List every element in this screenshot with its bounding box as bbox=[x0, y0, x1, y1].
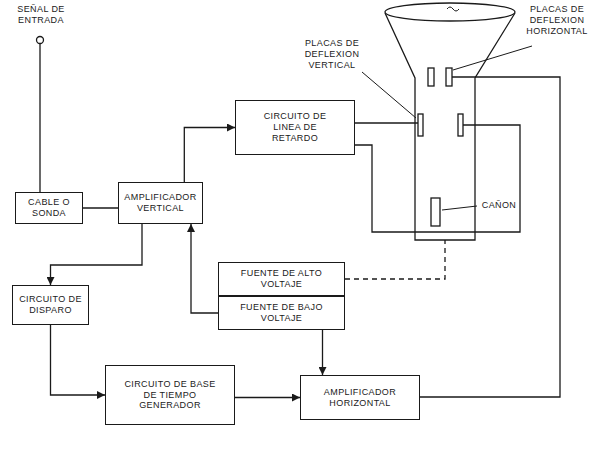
signal-connector bbox=[235, 397, 300, 398]
box-label: FUENTE DE BAJO VOLTAJE bbox=[227, 302, 337, 324]
process-box: CABLE O SONDA bbox=[15, 192, 83, 224]
plate-wire bbox=[355, 122, 418, 123]
signal-connector bbox=[322, 330, 323, 375]
process-box: CIRCUITO DE BASE DE TIEMPO GENERADOR bbox=[105, 365, 235, 425]
box-label: CABLE O SONDA bbox=[23, 197, 75, 219]
horizontal-plate bbox=[428, 68, 434, 86]
signal-connector bbox=[51, 224, 143, 285]
signal-connector bbox=[184, 128, 235, 183]
high-voltage-wire bbox=[345, 240, 445, 279]
tube-screen bbox=[385, 3, 515, 21]
part-label: PLACAS DE DEFLEXION HORIZONTAL bbox=[520, 4, 594, 36]
part-label: SEÑAL DE ENTRADA bbox=[10, 4, 72, 26]
process-box: CIRCUITO DE DISPARO bbox=[12, 285, 89, 325]
leader-line bbox=[362, 72, 416, 118]
leader-line bbox=[453, 46, 532, 70]
input-terminal bbox=[37, 37, 44, 44]
screen-trace bbox=[447, 7, 459, 11]
box-label: CIRCUITO DE BASE DE TIEMPO GENERADOR bbox=[122, 379, 218, 411]
part-label: PLACAS DE DEFLEXION VERTICAL bbox=[300, 38, 364, 70]
process-box: FUENTE DE BAJO VOLTAJE bbox=[218, 296, 345, 330]
box-label: CIRCUITO DE DISPARO bbox=[17, 294, 85, 316]
leader-line bbox=[442, 206, 477, 210]
signal-connector bbox=[191, 224, 218, 313]
process-box: AMPLIFICADOR VERTICAL bbox=[118, 182, 203, 224]
vertical-plate bbox=[418, 114, 423, 136]
vertical-plate bbox=[458, 114, 463, 136]
plate-wire bbox=[355, 125, 520, 232]
input-wire bbox=[39, 44, 40, 193]
box-label: AMPLIFICADOR HORIZONTAL bbox=[318, 387, 402, 409]
box-label: CIRCUITO DE LINEA DE RETARDO bbox=[255, 111, 335, 143]
signal-connector bbox=[83, 207, 118, 208]
process-box: FUENTE DE ALTO VOLTAJE bbox=[218, 262, 345, 296]
box-label: FUENTE DE ALTO VOLTAJE bbox=[227, 268, 337, 290]
horizontal-plate bbox=[446, 68, 452, 86]
part-label: CAÑON bbox=[479, 200, 519, 211]
electron-gun bbox=[431, 198, 440, 226]
process-box: AMPLIFICADOR HORIZONTAL bbox=[300, 375, 420, 420]
signal-connector bbox=[51, 325, 106, 395]
process-box: CIRCUITO DE LINEA DE RETARDO bbox=[235, 100, 355, 155]
box-label: AMPLIFICADOR VERTICAL bbox=[123, 192, 199, 214]
plate-wire bbox=[420, 77, 560, 397]
